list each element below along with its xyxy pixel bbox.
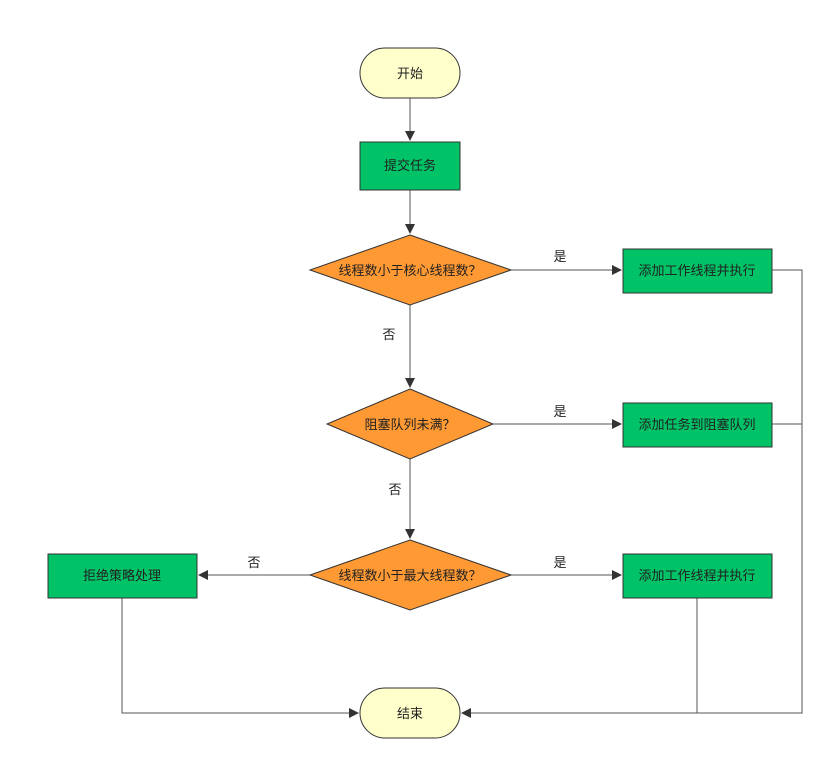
add-to-queue-node: 添加任务到阻塞队列 [622,402,773,448]
edge-label-q1-no: 否 [382,328,395,343]
edge-label-q3-yes: 是 [553,556,566,571]
edge-label-q3-no: 否 [247,556,260,571]
decision-core-threads: 线程数小于核心线程数？ [308,234,513,306]
decision-max-threads: 线程数小于最大线程数？ [308,539,513,611]
decision-max-threads-label: 线程数小于最大线程数？ [338,569,481,584]
decision-core-threads-label: 线程数小于核心线程数？ [338,264,481,279]
edge-label-q2-yes: 是 [553,405,566,420]
submit-task-node: 提交任务 [359,141,461,191]
add-worker-node-2: 添加工作线程并执行 [622,553,773,599]
add-to-queue-label: 添加任务到阻塞队列 [638,417,755,433]
submit-task-label: 提交任务 [384,158,436,174]
add-worker-label-1: 添加工作线程并执行 [638,264,755,279]
edge-act1-to-end [461,269,803,718]
reject-policy-label: 拒绝策略处理 [83,568,161,584]
end-node: 结束 [359,687,461,739]
edge-reject-to-end [121,598,359,718]
edge-label-q2-no: 否 [388,483,401,498]
add-worker-node-1: 添加工作线程并执行 [622,248,773,294]
edge-label-q1-yes: 是 [553,250,566,265]
start-node: 开始 [359,47,461,99]
decision-queue-not-full-label: 阻塞队列未满？ [364,417,455,433]
end-node-label: 结束 [397,707,423,722]
add-worker-label-2: 添加工作线程并执行 [638,569,755,584]
start-node-label: 开始 [397,67,423,82]
reject-policy-node: 拒绝策略处理 [47,553,198,599]
decision-queue-not-full: 阻塞队列未满？ [325,388,495,460]
